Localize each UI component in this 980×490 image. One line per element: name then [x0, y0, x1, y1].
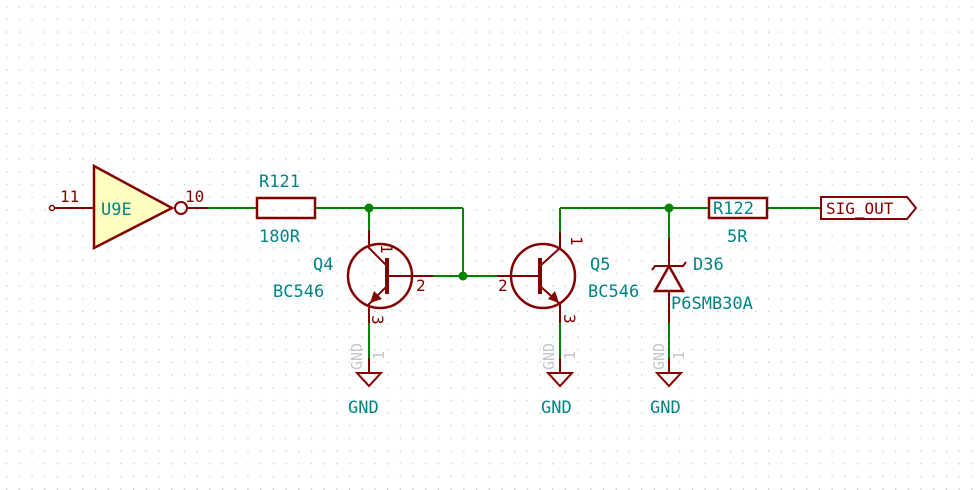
- q5-emitter-arrow: [548, 291, 559, 303]
- diode-d36[interactable]: D36 P6SMB30A: [651, 238, 753, 323]
- d36-value: P6SMB30A: [671, 294, 753, 314]
- resistor-r122[interactable]: R122 5R: [707, 196, 769, 247]
- gnd-pin-name: GND: [650, 343, 668, 370]
- transistor-q5[interactable]: 1 2 3 Q5 BC546: [497, 232, 639, 324]
- gnd-symbol-q4[interactable]: GND 1 GND: [348, 343, 388, 418]
- resistor-r121[interactable]: R121 180R: [255, 172, 317, 247]
- q4-emitter-lead: [368, 285, 388, 323]
- gnd-symbol-d36[interactable]: GND 1 GND: [650, 343, 688, 418]
- q4-emitter-arrow: [370, 291, 382, 303]
- q4-pin-collector: 1: [377, 244, 396, 254]
- junctions: [364, 203, 674, 281]
- u9e-pin-out-number: 10: [185, 187, 204, 206]
- gnd-symbol-q5[interactable]: GND 1 GND: [540, 343, 579, 418]
- sig-out-text: SIG_OUT: [826, 199, 894, 218]
- unconnected-input-marker: [48, 204, 56, 212]
- r122-value: 5R: [727, 227, 748, 247]
- q4-collector-lead: [368, 230, 388, 267]
- gnd-pin-name: GND: [348, 343, 366, 370]
- q5-emitter-lead: [539, 285, 561, 323]
- buffer-u9e[interactable]: 11 10 U9E: [48, 163, 209, 251]
- q4-value: BC546: [273, 282, 324, 302]
- junction-dot[interactable]: [664, 203, 674, 213]
- q5-reference: Q5: [590, 255, 610, 275]
- transistor-q4[interactable]: 1 2 3 Q4 BC546: [273, 230, 433, 325]
- sig-out-flag: [820, 196, 918, 220]
- q5-pin-emitter: 3: [560, 314, 579, 324]
- gnd-pin-number: 1: [370, 351, 388, 360]
- q4-pin-emitter: 3: [368, 315, 387, 325]
- u9e-triangle: [92, 163, 175, 251]
- gnd-pin-number: 1: [670, 351, 688, 360]
- gnd-label: GND: [650, 398, 681, 418]
- r121-reference: R121: [259, 172, 300, 192]
- q4-pin-base: 2: [416, 276, 426, 295]
- q5-collector-lead: [539, 232, 561, 267]
- u9e-pin-in-number: 11: [60, 187, 79, 206]
- gnd-pin-number: 1: [561, 351, 579, 360]
- r122-reference: R122: [713, 199, 754, 219]
- net-label-sig-out[interactable]: SIG_OUT: [820, 196, 918, 220]
- r122-body: [707, 196, 769, 220]
- d36-reference: D36: [693, 255, 724, 275]
- r121-body: [255, 196, 317, 220]
- u9e-reference: U9E: [101, 200, 132, 220]
- q5-pin-base: 2: [498, 276, 508, 295]
- q5-value: BC546: [588, 282, 639, 302]
- q5-pin-collector: 1: [567, 236, 586, 246]
- junction-dot[interactable]: [458, 271, 468, 281]
- q4-reference: Q4: [313, 255, 333, 275]
- junction-dot[interactable]: [364, 203, 374, 213]
- gnd-label: GND: [541, 398, 572, 418]
- gnd-label: GND: [348, 398, 379, 418]
- r121-value: 180R: [259, 227, 301, 247]
- gnd-pin-name: GND: [540, 343, 558, 370]
